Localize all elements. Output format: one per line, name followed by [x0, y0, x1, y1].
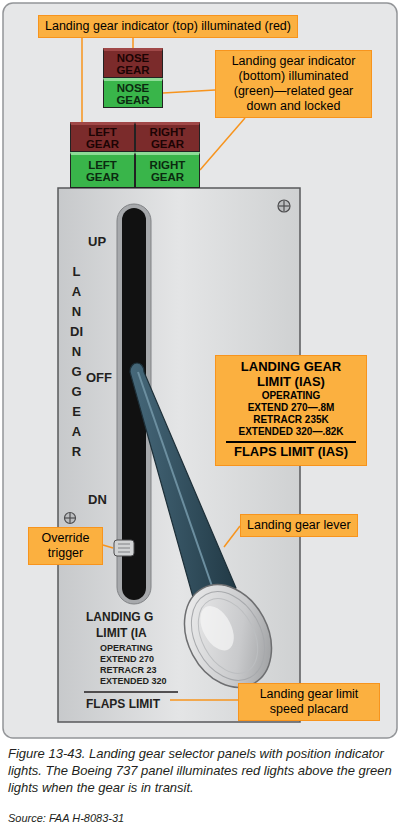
position-label: OFF: [86, 370, 112, 385]
callout-box: Override trigger: [28, 527, 103, 565]
light-label: LEFT GEAR: [77, 159, 128, 183]
callout-box: Landing gear limit speed placard: [238, 683, 380, 721]
light-label: RIGHT GEAR: [142, 126, 193, 150]
light-label: RIGHT GEAR: [142, 159, 193, 183]
leader-line: [163, 90, 215, 93]
callout-text: Landing gear limit speed placard: [245, 687, 373, 717]
leader-line: [81, 38, 83, 122]
indicator-light-green: LEFT GEAR: [70, 152, 135, 188]
panel-title: LANDING GEAR: [70, 262, 83, 462]
placard-line: OPERATING: [226, 390, 356, 402]
placard-line: EXTENDED 320—.82K: [226, 426, 356, 438]
indicator-light-red: RIGHT GEAR: [135, 122, 200, 152]
placard-heading: FLAPS LIMIT (IAS): [226, 441, 356, 460]
position-label: DN: [88, 492, 107, 507]
placard-line: RETRACR 235K: [226, 414, 356, 426]
light-label: NOSE GEAR: [110, 82, 156, 106]
indicator-light-red: LEFT GEAR: [70, 122, 135, 152]
indicator-light-green: RIGHT GEAR: [135, 152, 200, 188]
source-note: Source: FAA H-8083-31: [8, 812, 124, 824]
callout-text: Landing gear indicator (top) illuminated…: [45, 19, 291, 34]
leader-line: [132, 38, 134, 48]
light-label: NOSE GEAR: [110, 52, 156, 76]
placard-text: FLAPS LIMIT: [86, 697, 160, 711]
callout-box: Landing gear indicator (top) illuminated…: [38, 15, 298, 38]
placard-text: LANDING G: [86, 610, 153, 624]
callout-box: Landing gear indicator (bottom) illumina…: [215, 50, 372, 118]
callout-text: Override trigger: [35, 531, 96, 561]
limit-placard: LANDING GEAR LIMIT (IAS)OPERATINGEXTEND …: [215, 355, 367, 466]
placard-text: EXTEND 270: [100, 654, 154, 664]
screw: [278, 200, 290, 212]
placard-text: LIMIT (IA: [96, 626, 147, 640]
placard-text: EXTENDED 320: [100, 676, 167, 686]
position-label: UP: [88, 234, 106, 249]
figure-caption: Figure 13-43. Landing gear selector pane…: [8, 746, 392, 797]
selector-panel: UPLANDING GEAROFFDNLANDING GEAR LIMIT (I…: [58, 188, 300, 722]
placard-text: OPERATING: [100, 643, 153, 653]
screw: [65, 513, 76, 524]
placard-heading: LANDING GEAR LIMIT (IAS): [226, 360, 356, 390]
callout-text: Landing gear lever: [247, 518, 351, 533]
placard-text: RETRACR 23: [100, 665, 157, 675]
placard-rule: [84, 691, 178, 693]
override-trigger: [114, 540, 134, 556]
callout-box: Landing gear lever: [240, 514, 358, 537]
indicator-light-green: NOSE GEAR: [103, 78, 163, 108]
callout-text: Landing gear indicator (bottom) illumina…: [222, 54, 365, 114]
lever-highlight: [138, 372, 214, 592]
figure-frame: [3, 3, 397, 738]
light-label: LEFT GEAR: [77, 126, 128, 150]
indicator-light-red: NOSE GEAR: [103, 48, 163, 78]
placard-line: EXTEND 270—.8M: [226, 402, 356, 414]
leader-line: [200, 118, 245, 170]
